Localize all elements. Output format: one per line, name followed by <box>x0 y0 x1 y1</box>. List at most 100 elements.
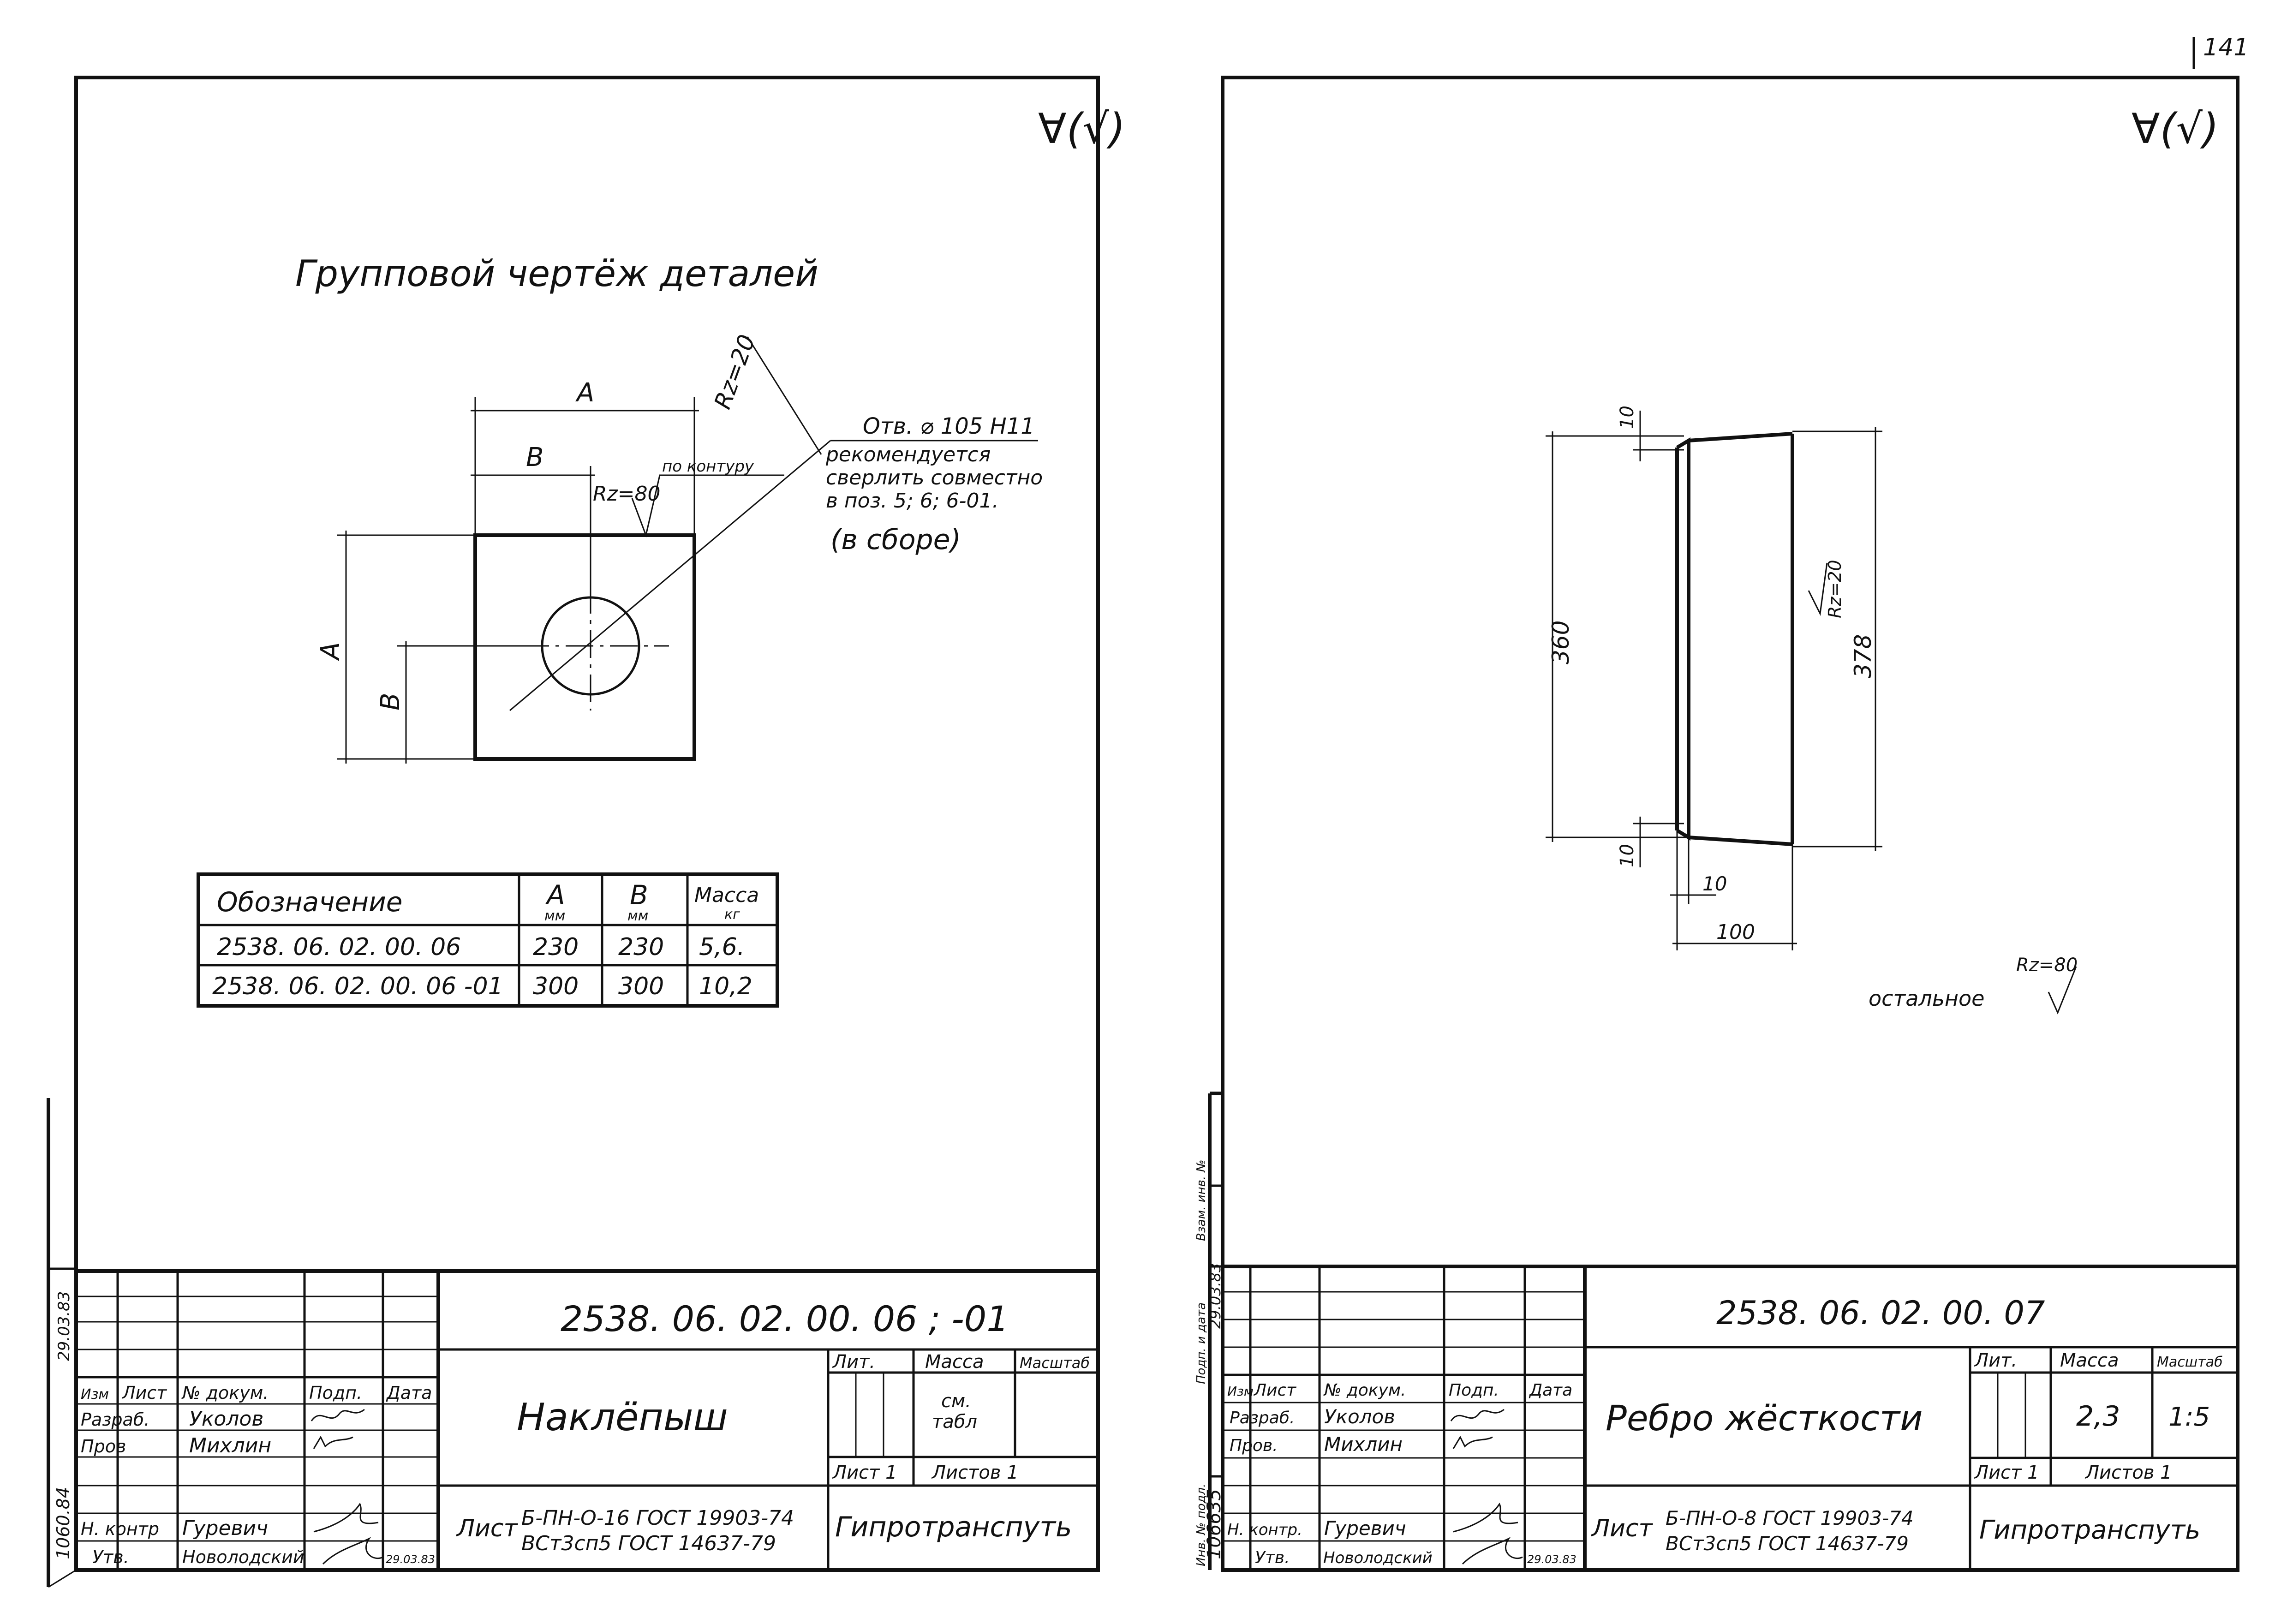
table-row-2-a: 300 <box>533 973 579 1000</box>
left-title-block: 2538. 06. 02. 00. 06 ; -01 Наклёпыш Изм … <box>76 1269 1098 1570</box>
dim-378: 378 <box>1850 634 1876 678</box>
right-mass-label: Масса <box>2060 1350 2119 1371</box>
left-mass-value-2: табл <box>932 1411 977 1433</box>
left-side-stamp: 1060.84 29.03.83 <box>48 1267 76 1559</box>
right-mass-value: 2,3 <box>2076 1400 2120 1433</box>
designation-table: Обозначение A мм B мм Масса кг 2538. 06.… <box>197 872 779 1008</box>
table-header-a: A <box>545 879 565 911</box>
table-unit-b: мм <box>627 908 648 924</box>
left-material-line-2: ВСт3сп5 ГОСТ 14637-79 <box>521 1532 776 1555</box>
contour-label: по контуру <box>662 457 754 476</box>
right-signature-approved <box>1462 1537 1523 1565</box>
right-lit-label: Лит. <box>1974 1350 2017 1371</box>
left-side-sign-date: 29.03.83 <box>55 1291 73 1361</box>
left-col-header-date: Дата <box>386 1383 432 1403</box>
left-organization: Гипротранспуть <box>835 1511 1072 1543</box>
plate-drawing: A B A B Rz=20 Rz=80 по контуру Отв. ⌀ 10… <box>316 331 1043 764</box>
hole-note-line-5: (в сборе) <box>830 524 961 556</box>
left-name-checker: Михлин <box>189 1434 271 1457</box>
right-sheet: ∀(√) 360 378 10 <box>1194 76 2239 1572</box>
right-signature-checker <box>1452 1435 1493 1449</box>
rz80-mark <box>631 474 784 538</box>
dim-bottom-10: 10 <box>1617 844 1638 867</box>
left-approval-date: 29.03.83 <box>386 1553 435 1566</box>
left-sheet-count: Листов 1 <box>931 1462 1019 1483</box>
dim-top-10: 10 <box>1617 406 1638 429</box>
right-sheet-count: Листов 1 <box>2084 1462 2172 1483</box>
hole-note-line-4: в поз. 5; 6; 6-01. <box>826 489 998 513</box>
left-role-norm-control: Н. контр <box>81 1519 159 1539</box>
page-number: 141 <box>2203 34 2249 61</box>
right-col-header-list: Лист <box>1253 1381 1296 1400</box>
left-col-header-doc: № докум. <box>181 1383 269 1403</box>
right-side-inv: 106635 <box>1204 1489 1225 1559</box>
rib-surface-mark <box>1808 562 1828 616</box>
dim-360: 360 <box>1547 621 1574 664</box>
left-signature-norm-control <box>313 1503 379 1533</box>
right-approval-date: 29.03.83 <box>1527 1553 1576 1566</box>
left-mass-label: Масса <box>925 1351 984 1373</box>
table-row-1-a: 230 <box>533 933 579 961</box>
rib-top-edge <box>1688 432 1793 442</box>
left-mass-value-1: см. <box>941 1391 971 1412</box>
left-frame <box>74 76 1100 1572</box>
left-signature-approved <box>322 1537 383 1565</box>
left-material-prefix: Лист <box>456 1515 518 1542</box>
rib-surface-label: Rz=20 <box>1825 560 1845 618</box>
table-row-2-mass: 10,2 <box>699 973 752 1000</box>
table-row-1-mass: 5,6. <box>699 933 745 961</box>
table-header-mass: Масса <box>694 884 759 907</box>
right-col-header-izm: Изм <box>1227 1384 1254 1399</box>
left-name-norm-control: Гуревич <box>182 1517 268 1540</box>
left-title: Групповой чертёж деталей <box>295 253 818 295</box>
right-side-sign-date: 29.03.83 <box>1206 1263 1224 1329</box>
plate-outline <box>473 533 696 761</box>
left-role-approved: Утв. <box>92 1547 129 1567</box>
right-scale-label: Масштаб <box>2157 1354 2223 1370</box>
right-sheet-number: Лист 1 <box>1974 1462 2039 1483</box>
left-side-inv: 1060.84 <box>53 1487 73 1559</box>
rest-rz-label: Rz=80 <box>2016 955 2078 976</box>
left-scale-label: Масштаб <box>1020 1354 1090 1372</box>
left-signature-checker <box>313 1435 353 1449</box>
table-header-designation: Обозначение <box>217 886 402 918</box>
table-row-1-code: 2538. 06. 02. 00. 06 <box>217 933 461 961</box>
right-doc-code: 2538. 06. 02. 00. 07 <box>1716 1294 2045 1332</box>
hole-leader <box>509 440 831 711</box>
left-name-approved: Новолодский <box>182 1547 305 1567</box>
left-col-header-izm: Изм <box>81 1386 109 1403</box>
rz80-contour-label: Rz=80 <box>593 482 661 506</box>
left-part-name: Наклёпыш <box>517 1396 728 1439</box>
right-material-line-1: Б-ПН-О-8 ГОСТ 19903-74 <box>1666 1507 1914 1529</box>
rib-left-chamfer <box>1676 437 1690 841</box>
right-name-developer: Уколов <box>1324 1405 1395 1428</box>
dim-B-top: B <box>526 442 543 472</box>
left-name-developer: Уколов <box>189 1407 263 1431</box>
dim-B-left: B <box>376 693 406 710</box>
table-row-2-b: 300 <box>618 973 664 1000</box>
right-role-approved: Утв. <box>1255 1548 1290 1567</box>
left-role-developer: Разраб. <box>81 1409 149 1430</box>
right-title-block: 2538. 06. 02. 00. 07 Ребро жёсткости Изм… <box>1223 1265 2238 1570</box>
table-unit-mass: кг <box>724 907 740 923</box>
rib-bottom-edge <box>1688 836 1793 846</box>
table-header-b: B <box>630 879 648 911</box>
left-role-checker: Пров <box>81 1436 126 1457</box>
hole-note-line-3: сверлить совместно <box>826 466 1043 490</box>
right-organization: Гипротранспуть <box>1979 1515 2200 1545</box>
right-name-checker: Михлин <box>1324 1433 1403 1456</box>
right-frame <box>1221 76 2239 1572</box>
left-signature-developer <box>311 1409 365 1421</box>
right-col-header-doc: № докум. <box>1323 1381 1406 1400</box>
left-lit-label: Лит. <box>832 1351 875 1373</box>
right-material-line-2: ВСт3сп5 ГОСТ 14637-79 <box>1666 1532 1909 1555</box>
right-signature-norm-control <box>1453 1503 1518 1533</box>
left-sheet: ∀(√) Групповой чертёж деталей A B <box>47 76 1125 1588</box>
right-role-checker: Пров. <box>1230 1436 1278 1455</box>
right-material-prefix: Лист <box>1591 1515 1653 1542</box>
left-sheet-number: Лист 1 <box>832 1462 897 1483</box>
right-role-developer: Разраб. <box>1230 1409 1295 1427</box>
rib-drawing: 360 378 10 10 10 100 Rz=20 Rz=80 остальн… <box>1546 406 2078 1015</box>
right-scale-value: 1:5 <box>2168 1402 2210 1432</box>
